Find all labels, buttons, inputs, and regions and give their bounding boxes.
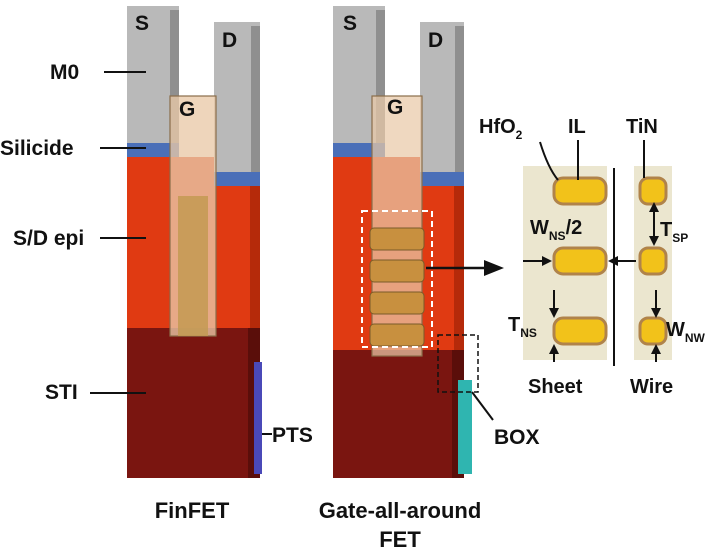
finfet-silicide-source bbox=[127, 143, 179, 157]
pts-label: PTS bbox=[272, 424, 313, 447]
sheet-2 bbox=[552, 246, 608, 276]
tsp-label: TSP bbox=[660, 219, 688, 245]
wire-1 bbox=[638, 176, 668, 206]
sheet-1 bbox=[552, 176, 608, 206]
box-label: BOX bbox=[494, 426, 540, 449]
wnw-arrows bbox=[651, 290, 661, 362]
gaa-epi-side bbox=[454, 160, 464, 350]
gaa-nanosheet-1 bbox=[369, 227, 425, 251]
gaa-box-highlight bbox=[437, 334, 479, 393]
hfo2-label: HfO2 bbox=[479, 116, 523, 142]
finfet-fin bbox=[178, 196, 208, 336]
sheet-3 bbox=[552, 316, 608, 346]
finfet-pts-region bbox=[254, 362, 262, 474]
finfet-epi-side bbox=[250, 160, 260, 328]
gaa-silicide-drain bbox=[420, 172, 464, 186]
gaa-box-region bbox=[458, 380, 472, 474]
gaa-gate-label: G bbox=[387, 96, 403, 119]
gaa-source-label: S bbox=[343, 12, 357, 35]
sti-label: STI bbox=[45, 381, 78, 404]
finfet-m0-source-side bbox=[170, 10, 179, 143]
wire-caption: Wire bbox=[630, 376, 673, 398]
finfet-caption: FinFET bbox=[155, 498, 230, 523]
tns-arrows bbox=[549, 290, 559, 362]
sheet-caption: Sheet bbox=[528, 376, 583, 398]
left-labels: M0 Silicide S/D epi STI PTS bbox=[0, 61, 313, 447]
hfo2-leader bbox=[539, 141, 559, 181]
gaa-nanosheet-4 bbox=[369, 323, 425, 347]
sd-epi-label: S/D epi bbox=[13, 227, 84, 250]
gaa-nanosheet-3 bbox=[369, 291, 425, 315]
il-label: IL bbox=[568, 116, 586, 138]
tns-label: TNS bbox=[508, 314, 537, 340]
gaa-channel-highlight bbox=[361, 210, 433, 348]
gaa-gate bbox=[371, 95, 423, 357]
gaa-caption-line1: Gate-all-around bbox=[319, 498, 482, 523]
gaa-nanosheet-2 bbox=[369, 259, 425, 283]
detail-panel: HfO2 IL TiN WNS/2 TSP bbox=[479, 116, 706, 398]
box-leader bbox=[471, 391, 494, 421]
finfet-silicide-drain bbox=[214, 172, 260, 186]
wns-arrows bbox=[523, 256, 636, 266]
finfet-m0-drain-side bbox=[251, 26, 260, 172]
finfet-sti-region bbox=[127, 328, 257, 478]
wire-3 bbox=[638, 316, 668, 346]
finfet-gate-label: G bbox=[179, 98, 195, 121]
gaa-m0-source-side bbox=[376, 10, 385, 143]
gaa-m0-drain-side bbox=[455, 26, 464, 172]
gaa-sti-region bbox=[333, 348, 459, 478]
finfet-source-label: S bbox=[135, 12, 149, 35]
detail-arrow bbox=[426, 260, 504, 276]
tin-label: TiN bbox=[626, 116, 658, 138]
silicide-label: Silicide bbox=[0, 137, 74, 160]
gaa-caption-line2: FET bbox=[379, 527, 421, 552]
finfet-structure: S D G bbox=[127, 6, 262, 478]
tsp-arrows bbox=[649, 202, 659, 246]
gaa-structure: S D G bbox=[333, 6, 479, 478]
finfet-drain-label: D bbox=[222, 29, 237, 52]
m0-label: M0 bbox=[50, 61, 79, 84]
wns-label: WNS/2 bbox=[530, 217, 582, 243]
wnw-label: WNW bbox=[666, 319, 706, 345]
gaa-drain-label: D bbox=[428, 29, 443, 52]
wire-2 bbox=[638, 246, 668, 276]
